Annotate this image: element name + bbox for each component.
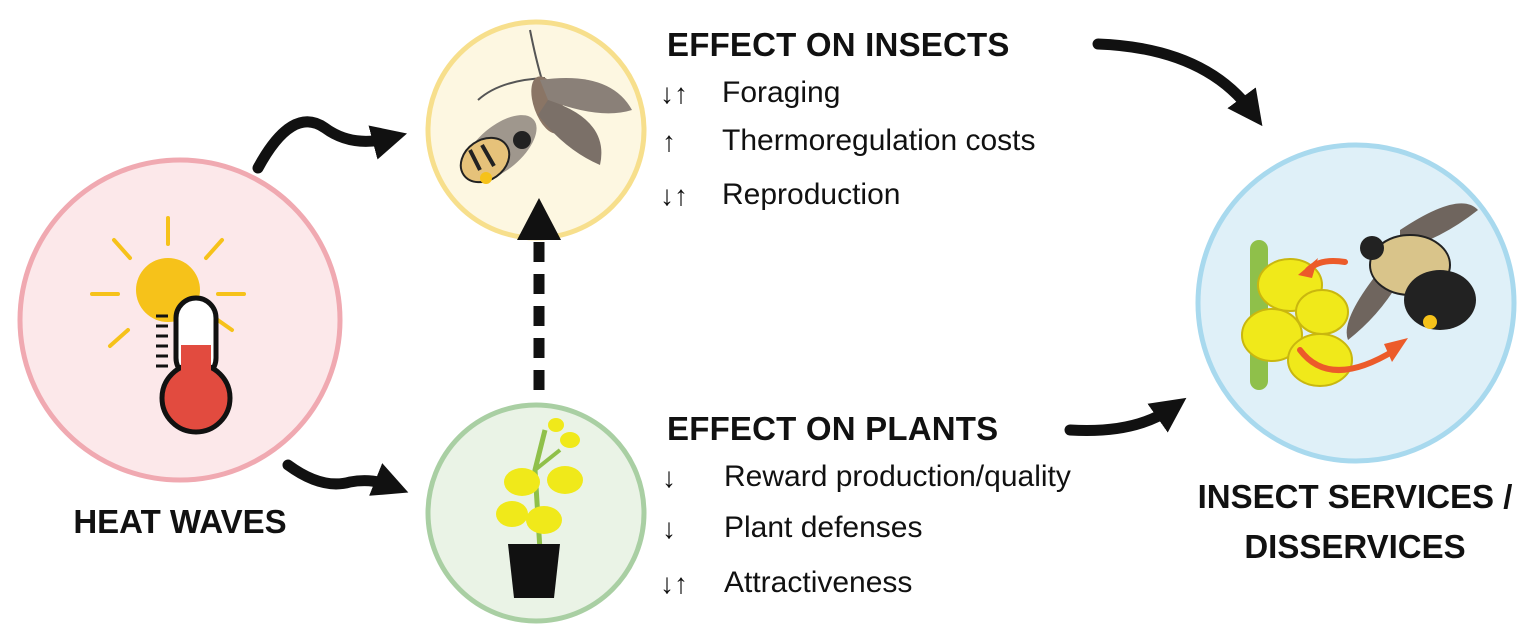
- plants-item-label: Attractiveness: [724, 566, 913, 599]
- arrow-heat-to-plants: [282, 459, 409, 496]
- bee-icon: [459, 115, 537, 184]
- plants-heading: EFFECT ON PLANTS: [667, 410, 999, 447]
- arrow-plants-to-services: [1064, 397, 1187, 436]
- moth-icon: [477, 29, 632, 165]
- insects-heading: EFFECT ON INSECTS: [667, 26, 1010, 63]
- insects-item-label: Foraging: [722, 76, 841, 109]
- services-node: [1195, 142, 1517, 464]
- arrow-insects-to-services: [1092, 38, 1263, 127]
- potted-plant-icon: [496, 418, 583, 598]
- services-label-line2: DISSERVICES: [1244, 528, 1466, 565]
- arrows-both-icon: ↓↑: [660, 568, 688, 599]
- arrows-both-icon: ↓↑: [660, 78, 688, 109]
- insects-item-label: Reproduction: [722, 178, 901, 211]
- dotted-arrow-head: [517, 198, 561, 240]
- heat-waves-node: [17, 157, 343, 483]
- exchange-arrows-icon: [1297, 258, 1408, 373]
- insects-item-label: Thermoregulation costs: [722, 124, 1036, 157]
- thermometer-icon: [156, 295, 233, 435]
- plants-item-label: Reward production/quality: [724, 460, 1071, 493]
- arrow-up-icon: ↑: [662, 126, 676, 157]
- insects-node: [425, 19, 647, 241]
- services-label-line1: INSECT SERVICES /: [1197, 478, 1513, 515]
- plants-node: [425, 402, 647, 624]
- arrows-both-icon: ↓↑: [660, 180, 688, 211]
- heat-waves-label: HEAT WAVES: [73, 503, 287, 540]
- arrow-heat-to-insects: [252, 116, 408, 174]
- arrow-down-icon: ↓: [662, 462, 676, 493]
- plants-item-label: Plant defenses: [724, 511, 923, 544]
- connectors: [252, 38, 1263, 496]
- arrow-down-icon: ↓: [662, 513, 676, 544]
- bumblebee-icon: [1346, 203, 1478, 340]
